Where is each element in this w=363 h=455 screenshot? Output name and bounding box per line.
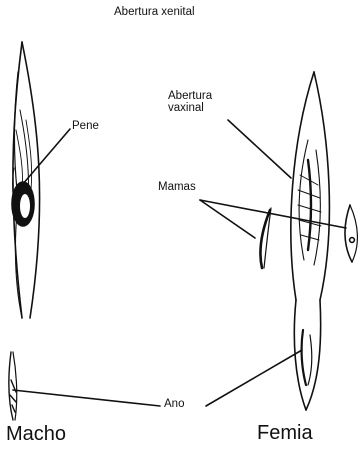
label-mamas: Mamas [158,181,196,193]
label-abertura-vaxinal: Abertura vaxinal [168,90,212,114]
female-lower-sketch [294,300,320,410]
leader-line-abertura-vaxinal [228,120,291,178]
leader-line-mamas-2 [200,200,346,228]
caption-male: Macho [6,424,66,445]
caption-female: Femia [257,423,313,444]
label-pene: Pene [72,120,99,132]
female-genital-sketch [291,72,330,300]
label-ano: Ano [164,398,184,410]
diagram-title: Abertura xenital [114,6,195,18]
male-anus-sketch [9,352,17,420]
leader-line-pene [22,129,70,185]
leader-line-ano-female [206,350,302,406]
leader-line-ano-male [13,390,160,406]
